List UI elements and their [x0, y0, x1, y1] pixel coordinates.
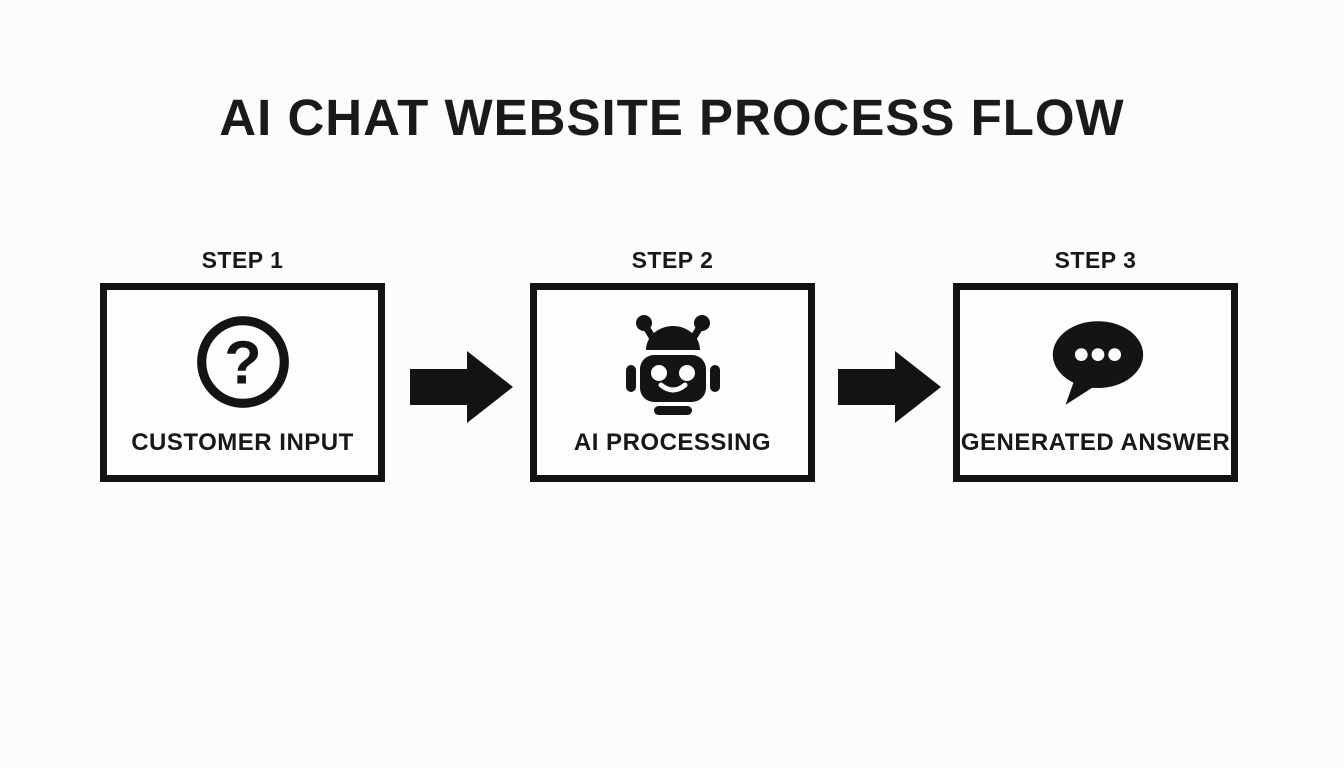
chat-bubble-icon — [1042, 309, 1150, 415]
step-1: STEP 1 ? CUSTOMER INPUT — [100, 246, 385, 482]
question-circle-icon: ? — [192, 309, 294, 415]
step-2: STEP 2 — [530, 246, 815, 482]
step-1-label: STEP 1 — [201, 247, 284, 273]
diagram-title: AI CHAT WEBSITE PROCESS FLOW — [219, 89, 1125, 146]
right-arrow-icon — [838, 351, 941, 423]
step-1-caption: CUSTOMER INPUT — [131, 428, 354, 456]
step-2-label: STEP 2 — [631, 247, 714, 273]
step-3: STEP 3 GENERATED ANSWER — [953, 246, 1238, 482]
step-3-box: GENERATED ANSWER — [953, 283, 1238, 482]
step-3-caption: GENERATED ANSWER — [960, 428, 1231, 456]
svg-text:?: ? — [224, 328, 261, 396]
right-arrow-icon — [410, 351, 513, 423]
step-2-caption: AI PROCESSING — [573, 428, 772, 456]
step-3-label: STEP 3 — [1054, 247, 1137, 273]
robot-icon — [612, 309, 734, 415]
step-2-box: AI PROCESSING — [530, 283, 815, 482]
step-1-box: ? CUSTOMER INPUT — [100, 283, 385, 482]
